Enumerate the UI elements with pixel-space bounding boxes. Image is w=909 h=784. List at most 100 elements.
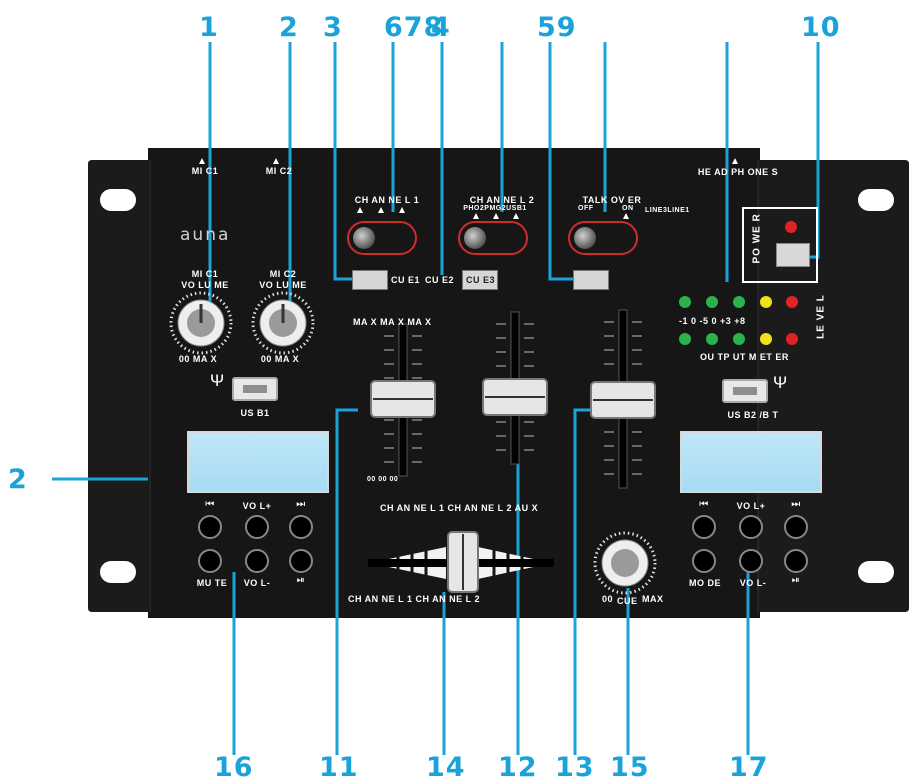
mic2-range-label: 00 MA X [260, 354, 300, 364]
left-vol-plus-button[interactable] [245, 515, 269, 539]
brand-logo: auna [180, 225, 231, 245]
ch1-selector-mark-c [399, 207, 405, 213]
level-scale-label: -1 0 -5 0 +3 +8 [679, 316, 746, 326]
usb1-label: US B1 [240, 408, 270, 418]
right-mode-button[interactable] [692, 549, 716, 573]
fader-min-labels: 00 00 00 [367, 476, 399, 483]
left-play-pause-button[interactable] [289, 549, 313, 573]
cue2-label: CU E2 [425, 275, 455, 285]
power-indicator-led [785, 221, 797, 233]
level-led-green-3 [733, 296, 745, 308]
mic2-volume-knob[interactable] [251, 291, 315, 355]
fader-max-labels: MA X MA X MA X [353, 317, 432, 327]
leader-10 [810, 42, 820, 259]
ch2-input-selector[interactable] [458, 221, 528, 255]
rack-ear-left [88, 160, 150, 612]
fader-ticks-1 [384, 335, 422, 463]
power-button[interactable] [776, 243, 810, 267]
ch2-selector-mark-c [513, 213, 519, 219]
level-led-green-5 [706, 333, 718, 345]
level-label: LE VE L [815, 294, 827, 339]
ch2-selector-mark-b [493, 213, 499, 219]
headphones-jack-marker [732, 158, 738, 164]
cue3-label: CU E3 [466, 275, 496, 285]
left-mute-button[interactable] [198, 549, 222, 573]
callout-4: 4 [431, 12, 451, 43]
cue3-button[interactable] [573, 270, 609, 290]
power-label: PO WE R [751, 213, 763, 264]
right-play-pause-icon: ⏯ [791, 575, 801, 586]
mic1-volume-label-2: VO LU ME [181, 280, 229, 290]
level-led-green-2 [706, 296, 718, 308]
cue-volume-knob[interactable] [593, 531, 657, 595]
channel-fader-aux[interactable] [590, 309, 656, 489]
cue2-button[interactable] [462, 270, 498, 290]
ch1-selector-knob[interactable] [353, 227, 375, 249]
crossfader[interactable] [368, 531, 554, 593]
callout-leaders [52, 42, 820, 755]
channel-fader-2[interactable] [482, 311, 548, 465]
ch1-input-selector[interactable] [347, 221, 417, 255]
talkover-mark [623, 213, 629, 219]
usb2-label: US B2 /B T [727, 410, 779, 420]
usb2-port[interactable] [722, 379, 768, 403]
level-led-green-1 [679, 296, 691, 308]
right-mode-label: MO DE [688, 578, 722, 588]
left-previous-icon: ⏮ [205, 499, 215, 510]
right-next-icon: ⏭ [791, 499, 801, 510]
mic1-volume-knob[interactable] [169, 291, 233, 355]
usb1-port[interactable] [232, 377, 278, 401]
callout-678: 678 [384, 12, 444, 43]
right-next-button[interactable] [784, 515, 808, 539]
talkover-off-label: OFF [578, 205, 594, 212]
mic2-jack-label: MI C2 [265, 166, 293, 176]
headphones-label: HE AD PH ONE S [697, 167, 779, 177]
rack-slot-bottom-left [100, 561, 136, 583]
right-vol-minus-button[interactable] [739, 549, 763, 573]
left-previous-button[interactable] [198, 515, 222, 539]
fader-ticks-aux [604, 321, 642, 475]
callout-16: 16 [214, 752, 254, 783]
left-next-icon: ⏭ [296, 499, 306, 510]
ch2-selector-knob[interactable] [464, 227, 486, 249]
right-previous-button[interactable] [692, 515, 716, 539]
mic1-volume-label-1: MI C1 [191, 269, 219, 279]
cue1-button[interactable] [352, 270, 388, 290]
fader-ticks-2 [496, 323, 534, 451]
cue-knob-label: CUE [617, 596, 638, 606]
level-led-green-6 [733, 333, 745, 345]
crossfader-labels: CH AN NE L 1 CH AN NE L 2 [348, 594, 481, 604]
callout-10: 10 [801, 12, 841, 43]
usb1-symbol-icon: Ψ [210, 371, 225, 390]
callout-11: 11 [319, 752, 359, 783]
left-next-button[interactable] [289, 515, 313, 539]
ch2-selector-mark-a [473, 213, 479, 219]
talkover-switch[interactable] [568, 221, 638, 255]
left-vol-minus-button[interactable] [245, 549, 269, 573]
leader-3 [333, 42, 352, 281]
rack-slot-top-left [100, 189, 136, 211]
output-meter-label: OU TP UT M ET ER [700, 352, 789, 362]
right-vol-plus-button[interactable] [739, 515, 763, 539]
callout-17: 17 [729, 752, 769, 783]
talkover-sources: LINE3LINE1 [645, 207, 690, 214]
mic2-jack-marker [273, 158, 279, 164]
callout-59: 59 [537, 12, 577, 43]
channel-fader-1[interactable] [370, 323, 436, 477]
mic1-range-label: 00 MA X [178, 354, 218, 364]
level-led-yellow-1 [760, 296, 772, 308]
talkover-switch-knob[interactable] [574, 227, 596, 249]
ch2-selector-sources: PHO2PMG2USB1 [463, 205, 527, 212]
right-play-pause-button[interactable] [784, 549, 808, 573]
rack-ear-right [758, 160, 909, 612]
leader-11 [335, 408, 358, 755]
level-led-green-4 [679, 333, 691, 345]
callout-2: 2 [279, 12, 299, 43]
level-led-red-2 [786, 333, 798, 345]
right-previous-icon: ⏮ [699, 499, 709, 510]
callout-13: 13 [555, 752, 595, 783]
callout-1: 1 [199, 12, 219, 43]
leader-13 [573, 408, 592, 755]
callout-12: 12 [498, 752, 538, 783]
